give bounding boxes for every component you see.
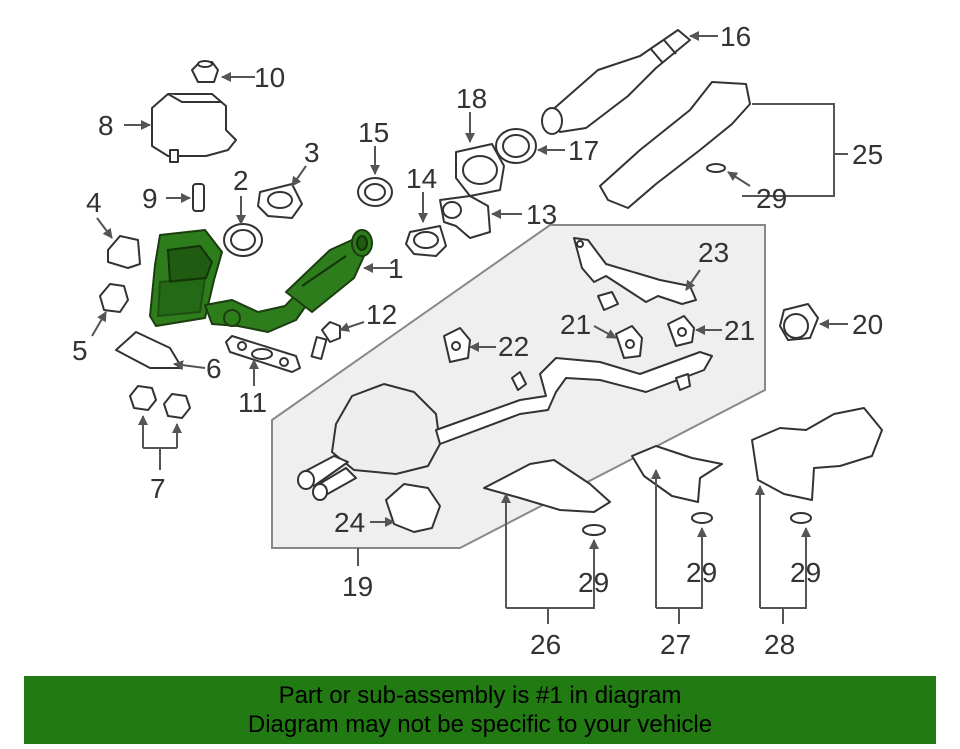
part-14-clamp[interactable] bbox=[405, 225, 447, 257]
callout-10: 10 bbox=[254, 62, 285, 93]
callout-4: 4 bbox=[86, 187, 102, 218]
part-18-clamp[interactable] bbox=[455, 143, 505, 197]
callout-29a: 29 bbox=[756, 183, 787, 214]
notice-banner: Part or sub-assembly is #1 in diagram Di… bbox=[24, 676, 936, 744]
part-24-bracket[interactable] bbox=[385, 483, 441, 533]
part-10-nut[interactable] bbox=[191, 60, 219, 83]
part-8-cover[interactable] bbox=[151, 93, 237, 163]
callout-12: 12 bbox=[366, 299, 397, 330]
callout-23: 23 bbox=[698, 237, 729, 268]
part-25-heat-shield[interactable] bbox=[599, 81, 751, 209]
part-19-exhaust-system[interactable] bbox=[297, 351, 713, 501]
part-7-nuts[interactable] bbox=[129, 385, 191, 419]
callout-29d: 29 bbox=[790, 557, 821, 588]
callout-16: 16 bbox=[720, 21, 751, 52]
part-26-heat-shield[interactable] bbox=[483, 459, 611, 513]
part-1-converter-assembly[interactable] bbox=[149, 229, 373, 333]
part-17-gasket[interactable] bbox=[495, 128, 537, 164]
callout-20: 20 bbox=[852, 309, 883, 340]
part-11-flange-gasket[interactable] bbox=[225, 335, 301, 373]
part-21-hanger-a[interactable] bbox=[597, 291, 643, 359]
callout-labels: 1 2 3 4 5 6 7 8 9 10 11 12 13 14 15 16 1… bbox=[72, 21, 883, 660]
callout-17: 17 bbox=[568, 135, 599, 166]
callout-8: 8 bbox=[98, 110, 114, 141]
callout-5: 5 bbox=[72, 335, 88, 366]
callout-15: 15 bbox=[358, 117, 389, 148]
part-27-heat-shield[interactable] bbox=[631, 445, 723, 503]
part-5-nut[interactable] bbox=[99, 283, 129, 313]
leader-lines bbox=[91, 31, 848, 624]
callout-29b: 29 bbox=[578, 567, 609, 598]
part-28-heat-shield[interactable] bbox=[751, 407, 883, 501]
callout-28: 28 bbox=[764, 629, 795, 660]
callout-25: 25 bbox=[852, 139, 883, 170]
part-13-bracket[interactable] bbox=[439, 195, 491, 239]
part-9-stud[interactable] bbox=[192, 183, 205, 212]
callout-29c: 29 bbox=[686, 557, 717, 588]
callout-27: 27 bbox=[660, 629, 691, 660]
part-4-bracket[interactable] bbox=[107, 235, 141, 269]
part-16-front-pipe[interactable] bbox=[541, 29, 691, 135]
callout-9: 9 bbox=[142, 183, 158, 214]
part-20-clamp[interactable] bbox=[779, 303, 819, 341]
callout-21b: 21 bbox=[724, 315, 755, 346]
part-23-bracket[interactable] bbox=[573, 237, 697, 305]
part-3-clamp[interactable] bbox=[257, 183, 303, 219]
callout-19: 19 bbox=[342, 571, 373, 602]
callout-3: 3 bbox=[304, 137, 320, 168]
callout-6: 6 bbox=[206, 353, 222, 384]
callout-11: 11 bbox=[238, 387, 267, 418]
part-29-clip-a[interactable] bbox=[706, 163, 726, 173]
part-29-clip-d[interactable] bbox=[790, 512, 812, 524]
callout-1: 1 bbox=[388, 253, 404, 284]
part-12-bolt[interactable] bbox=[310, 321, 341, 360]
callout-18: 18 bbox=[456, 83, 487, 114]
callout-26: 26 bbox=[530, 629, 561, 660]
callout-2: 2 bbox=[233, 165, 249, 196]
callout-21a: 21 bbox=[560, 309, 591, 340]
callout-22: 22 bbox=[498, 331, 529, 362]
part-21-hanger-b[interactable] bbox=[667, 315, 695, 347]
callout-14: 14 bbox=[406, 163, 437, 194]
part-29-clip-b[interactable] bbox=[582, 524, 606, 536]
part-6-shield[interactable] bbox=[115, 331, 183, 369]
callout-7: 7 bbox=[150, 473, 166, 504]
callout-24: 24 bbox=[334, 507, 365, 538]
notice-line-2: Diagram may not be specific to your vehi… bbox=[247, 711, 713, 738]
notice-line-1: Part or sub-assembly is #1 in diagram bbox=[278, 682, 682, 709]
part-15-gasket[interactable] bbox=[357, 177, 393, 207]
callout-13: 13 bbox=[526, 199, 557, 230]
part-29-clip-c[interactable] bbox=[691, 512, 713, 524]
part-2-gasket[interactable] bbox=[223, 223, 263, 257]
